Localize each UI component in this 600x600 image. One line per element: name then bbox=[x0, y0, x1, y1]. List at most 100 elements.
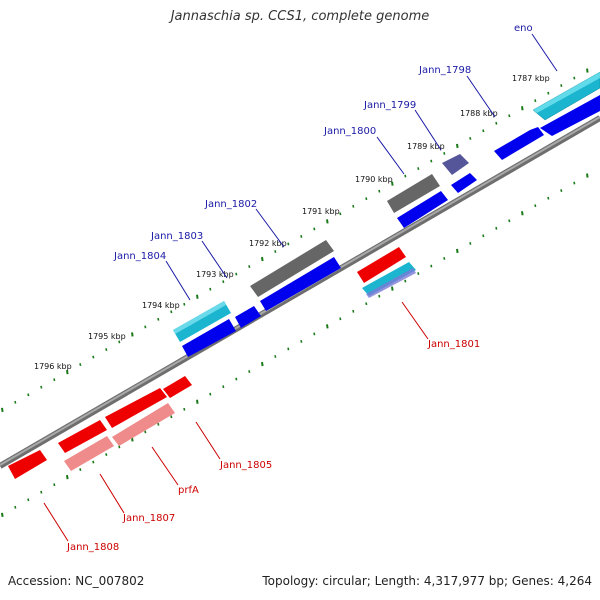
cds-jann-1808[interactable] bbox=[8, 450, 47, 479]
upper-tick bbox=[339, 212, 342, 216]
upper-tick bbox=[378, 189, 381, 193]
cds-forward-2[interactable] bbox=[494, 127, 544, 160]
label-jann-1798[interactable]: Jann_1798 bbox=[418, 65, 471, 76]
upper-tick bbox=[547, 91, 550, 95]
upper-tick bbox=[287, 242, 290, 246]
lower-tick bbox=[352, 309, 355, 313]
cds-jann-1804[interactable] bbox=[173, 301, 231, 342]
upper-tick bbox=[170, 310, 173, 314]
upper-tick bbox=[404, 174, 407, 178]
label-jann-1804[interactable]: Jann_1804 bbox=[113, 251, 166, 262]
label-jann-1799[interactable]: Jann_1799 bbox=[363, 100, 416, 111]
lower-tick bbox=[40, 490, 43, 494]
upper-tick bbox=[66, 369, 69, 375]
cds-prfa[interactable] bbox=[112, 403, 175, 446]
leader-lines bbox=[43, 33, 558, 542]
scale-label: 1788 kbp bbox=[460, 109, 498, 118]
lower-tick bbox=[521, 211, 524, 216]
label-jann-1808[interactable]: Jann_1808 bbox=[66, 542, 119, 553]
lower-tick bbox=[261, 361, 264, 367]
upper-tick bbox=[586, 68, 589, 73]
lower-tick bbox=[14, 505, 17, 509]
cds-jann-1801-red[interactable] bbox=[357, 247, 406, 283]
lower-tick bbox=[53, 483, 56, 487]
lower-tick bbox=[209, 392, 212, 396]
lower-tick bbox=[92, 460, 95, 464]
label-jann-1801[interactable]: Jann_1801 bbox=[427, 339, 480, 350]
cds-forward-6[interactable] bbox=[182, 319, 236, 357]
cds-forward-4[interactable] bbox=[397, 191, 448, 228]
lower-tick bbox=[157, 422, 160, 426]
lower-tick bbox=[313, 332, 316, 336]
lower-tick bbox=[469, 241, 472, 245]
cds-jann-1801-shade bbox=[366, 268, 416, 298]
cds-jann-1800[interactable] bbox=[387, 174, 440, 213]
upper-tick bbox=[430, 159, 433, 163]
upper-tick bbox=[326, 219, 329, 224]
upper-tick bbox=[209, 287, 212, 291]
upper-tick bbox=[144, 325, 147, 329]
lower-tick bbox=[183, 407, 186, 411]
label-prfa[interactable]: prfA bbox=[178, 485, 199, 496]
upper-tick bbox=[183, 302, 186, 306]
cds-forward-5[interactable] bbox=[260, 257, 341, 311]
lower-tick bbox=[365, 302, 368, 306]
upper-tick bbox=[40, 385, 43, 389]
upper-tick bbox=[27, 393, 30, 397]
lower-tick bbox=[27, 498, 30, 502]
lower-tick bbox=[391, 286, 394, 291]
upper-tick bbox=[482, 129, 485, 133]
lower-tick bbox=[573, 181, 576, 185]
cds-reverse-1[interactable] bbox=[163, 376, 192, 398]
upper-tick bbox=[131, 332, 134, 337]
cds-jann-1807-red[interactable] bbox=[58, 420, 107, 453]
label-jann-1807[interactable]: Jann_1807 bbox=[122, 513, 175, 524]
forward-features bbox=[173, 71, 600, 357]
cds-jann-1807[interactable] bbox=[64, 436, 114, 471]
upper-tick bbox=[235, 272, 238, 276]
upper-tick bbox=[508, 114, 511, 118]
cds-jann-1805[interactable] bbox=[105, 388, 167, 428]
reverse-features bbox=[8, 247, 416, 479]
cds-forward-7[interactable] bbox=[235, 306, 261, 328]
scale-label: 1796 kbp bbox=[34, 362, 72, 371]
upper-tick bbox=[300, 234, 303, 238]
upper-tick bbox=[248, 265, 251, 269]
label-jann-1802[interactable]: Jann_1802 bbox=[204, 199, 257, 210]
upper-tick bbox=[456, 143, 459, 149]
cds-jann-1801[interactable] bbox=[362, 262, 416, 296]
upper-tick bbox=[469, 136, 472, 140]
lower-tick bbox=[1, 512, 4, 517]
lower-tick bbox=[586, 173, 589, 178]
upper-tick bbox=[573, 76, 576, 80]
cds-forward-3[interactable] bbox=[451, 173, 477, 193]
cds-jann-1804-top bbox=[173, 301, 226, 334]
lower-tick bbox=[66, 474, 69, 480]
lower-tick bbox=[248, 370, 251, 374]
label-jann-1803[interactable]: Jann_1803 bbox=[150, 231, 203, 242]
label-jann-1805[interactable]: Jann_1805 bbox=[219, 460, 272, 471]
scale-label: 1794 kbp bbox=[142, 301, 180, 310]
lower-tick bbox=[508, 219, 511, 223]
lower-tick bbox=[196, 399, 199, 404]
lower-tick bbox=[430, 264, 433, 268]
scale-label: 1789 kbp bbox=[407, 142, 445, 151]
upper-tick bbox=[521, 106, 524, 111]
upper-tick bbox=[1, 407, 4, 412]
lower-tick bbox=[443, 257, 446, 260]
upper-tick bbox=[92, 355, 95, 359]
cds-forward-1[interactable] bbox=[540, 95, 600, 136]
lower-tick bbox=[534, 204, 537, 208]
label-jann-1800[interactable]: Jann_1800 bbox=[323, 126, 376, 137]
upper-tick bbox=[53, 378, 56, 382]
upper-tick bbox=[391, 181, 394, 186]
upper-tick bbox=[560, 84, 563, 88]
lower-tick bbox=[378, 294, 381, 298]
accession-text: Accession: NC_007802 bbox=[8, 574, 145, 588]
lower-tick bbox=[170, 415, 173, 419]
lower-tick bbox=[144, 430, 147, 434]
label-eno[interactable]: eno bbox=[514, 23, 533, 34]
upper-tick bbox=[222, 280, 225, 284]
cds-jann-1799[interactable] bbox=[442, 154, 469, 175]
cds-jann-1802[interactable] bbox=[250, 240, 334, 297]
